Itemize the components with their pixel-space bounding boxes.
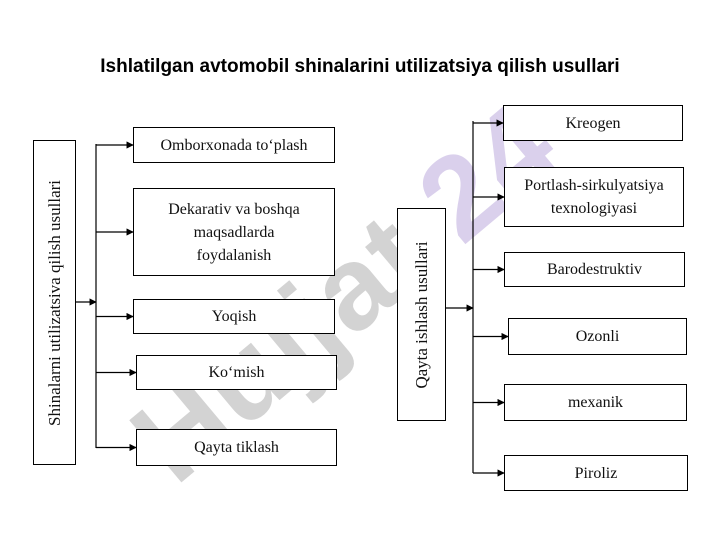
right-root-box: Qayta ishlash usullari: [397, 208, 446, 421]
right-item-box-6: Piroliz: [504, 455, 688, 491]
right-item-box-4: Ozonli: [508, 318, 687, 355]
right-item-box-1: Kreogen: [503, 105, 683, 141]
left-item-box-1-line-1: Omborxonada to‘plash: [160, 136, 308, 154]
right-item-box-5-line-1: mexanik: [567, 394, 624, 411]
right-item-box-3-line-1: Barodestruktiv: [546, 261, 643, 278]
right-item-box-2-line-2: texnologiyasi: [550, 200, 638, 217]
left-item-box-2-line-1: Dekarativ va boshqa: [168, 200, 300, 218]
left-root-box: Shinalarni utilizatsiva qilish usullari: [33, 140, 76, 465]
right-item-box-4-line-1: Ozonli: [575, 328, 620, 345]
right-item-box-2: Portlash-sirkulyatsiya texnologiyasi: [504, 167, 684, 227]
right-root-label: Qayta ishlash usullari: [411, 240, 431, 389]
left-item-box-3: Yoqish: [133, 299, 335, 334]
left-root-label: Shinalarni utilizatsiva qilish usullari: [44, 179, 64, 426]
left-item-box-4-line-1: Ko‘mish: [208, 364, 265, 381]
left-item-box-5: Qayta tiklash: [136, 429, 337, 466]
diagram-title: Ishlatilgan avtomobil shinalarini utiliz…: [100, 56, 620, 77]
left-item-box-1: Omborxonada to‘plash: [133, 127, 335, 163]
left-item-box-4: Ko‘mish: [136, 355, 337, 390]
right-item-box-5: mexanik: [504, 384, 687, 421]
right-item-box-3: Barodestruktiv: [504, 252, 685, 287]
right-item-box-1-line-1: Kreogen: [565, 114, 621, 132]
left-item-box-3-line-1: Yoqish: [211, 308, 257, 325]
right-item-box-6-line-1: Piroliz: [574, 464, 618, 482]
left-item-box-2-line-2: maqsadlarda: [193, 223, 275, 241]
right-item-box-2-line-1: Portlash-sirkulyatsiya: [524, 177, 664, 194]
left-item-box-2-line-3: foydalanish: [196, 246, 272, 264]
left-item-box-2: Dekarativ va boshqa maqsadlarda foydalanis…: [133, 188, 335, 276]
left-item-box-5-line-1: Qayta tiklash: [194, 439, 279, 456]
